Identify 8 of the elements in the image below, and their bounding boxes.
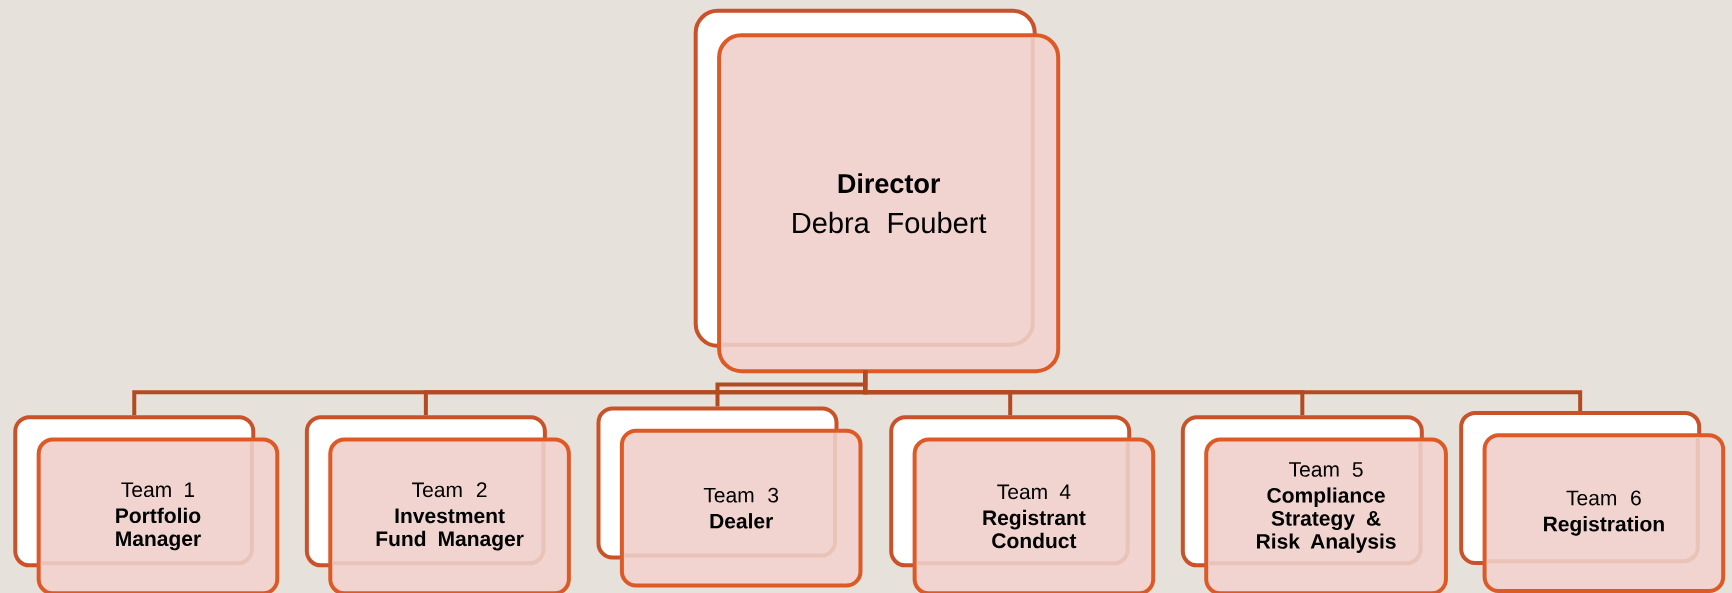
- director-box: Director Debra Foubert: [693, 8, 1061, 374]
- team-box: Team 5 Compliance Strategy & Risk Analysis: [1180, 415, 1448, 593]
- team-box: Team 3 Dealer: [596, 406, 863, 588]
- team-box: Team 1 Portfolio Manager: [13, 415, 280, 593]
- team-box: Team 6 Registration: [1459, 410, 1726, 593]
- team-box: Team 2 Investment Fund Manager: [304, 415, 571, 593]
- connector-line: [863, 370, 1583, 411]
- team-box: Team 4 Registrant Conduct: [889, 415, 1156, 593]
